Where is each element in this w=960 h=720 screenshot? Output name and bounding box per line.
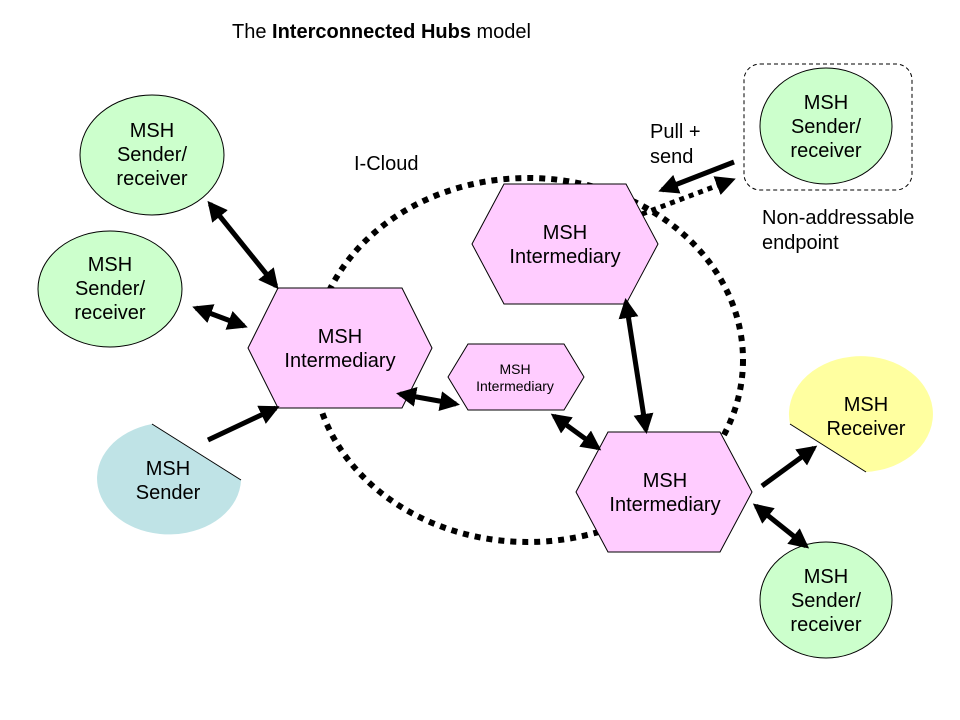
title-suffix: model bbox=[470, 21, 531, 43]
link-mid-left-to-intermediary bbox=[192, 304, 248, 330]
sender-receiver-node-top-right bbox=[759, 67, 893, 185]
link-bottom-to-sender-receiver bbox=[752, 503, 810, 549]
intermediary-node-bottom bbox=[575, 431, 753, 553]
link-left-to-small-intermediary bbox=[396, 386, 460, 412]
receiver-node-outline bbox=[789, 423, 867, 473]
link-pull-request bbox=[658, 159, 735, 194]
intermediary-node-small bbox=[447, 343, 585, 411]
non-addressable-label: Non-addressable endpoint bbox=[762, 206, 914, 256]
pull-send-line-2: send bbox=[650, 146, 694, 168]
sender-receiver-node-bottom-right bbox=[759, 541, 893, 659]
pull-send-label: Pull + send bbox=[650, 120, 701, 170]
sender-receiver-node-mid-left bbox=[37, 230, 183, 348]
link-sender-to-intermediary bbox=[206, 405, 280, 443]
title-prefix: The bbox=[232, 21, 273, 43]
sender-node-outline bbox=[151, 423, 242, 481]
pull-send-line-1: Pull + bbox=[650, 121, 701, 143]
sender-node-bottom-left bbox=[97, 424, 241, 535]
diagram-title: The Interconnected Hubs model bbox=[232, 21, 531, 44]
link-bottom-to-receiver bbox=[760, 445, 818, 489]
sender-receiver-node-top-left bbox=[79, 94, 225, 216]
non-addressable-line-2: endpoint bbox=[762, 232, 839, 254]
non-addressable-line-1: Non-addressable bbox=[762, 207, 915, 229]
intermediary-node-left bbox=[247, 287, 433, 409]
i-cloud-label: I-Cloud bbox=[354, 153, 419, 175]
receiver-node-right bbox=[788, 356, 933, 472]
link-pull-send-dotted bbox=[641, 176, 736, 217]
title-bold: Interconnected Hubs bbox=[272, 21, 471, 43]
link-top-to-bottom-intermediary bbox=[618, 298, 654, 434]
link-top-left-to-intermediary bbox=[207, 200, 279, 290]
intermediary-node-top bbox=[471, 183, 659, 305]
link-small-to-bottom-intermediary bbox=[550, 413, 602, 451]
